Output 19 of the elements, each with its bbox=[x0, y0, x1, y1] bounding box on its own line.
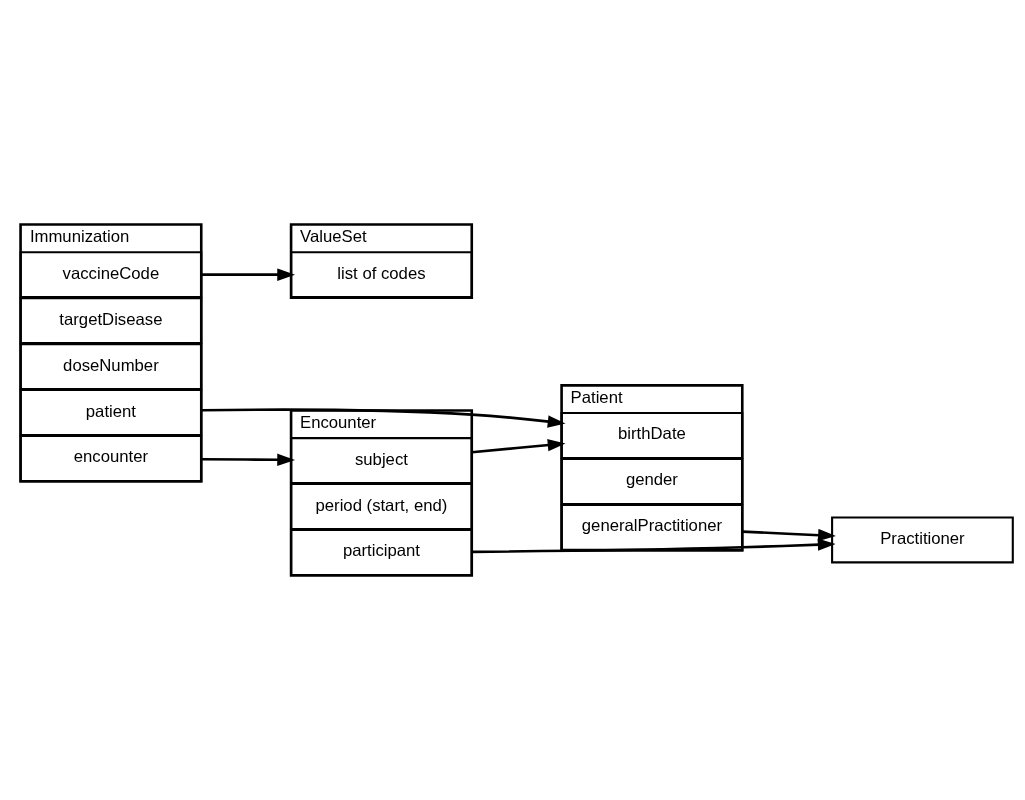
node-box: targetDisease bbox=[19, 297, 203, 345]
arrow bbox=[471, 538, 836, 554]
node-box: birthDate bbox=[560, 412, 744, 459]
node-box: vaccineCode bbox=[19, 251, 203, 299]
node-box: doseNumber bbox=[19, 343, 203, 391]
arrow bbox=[201, 268, 296, 281]
node-box: subject bbox=[290, 437, 473, 485]
node-box: gender bbox=[560, 457, 744, 505]
node-box: generalPractitioner bbox=[560, 503, 744, 551]
node-box: period (start, end) bbox=[290, 483, 473, 531]
node-box: list of codes bbox=[290, 251, 473, 299]
node-box: encounter bbox=[19, 435, 203, 482]
node-box: patient bbox=[19, 389, 203, 437]
arrow bbox=[201, 453, 296, 466]
arrow bbox=[742, 528, 836, 542]
arrow bbox=[201, 408, 566, 428]
node-box: Practitioner bbox=[831, 516, 1014, 564]
node-box: participant bbox=[290, 529, 473, 576]
arrow bbox=[471, 438, 566, 454]
